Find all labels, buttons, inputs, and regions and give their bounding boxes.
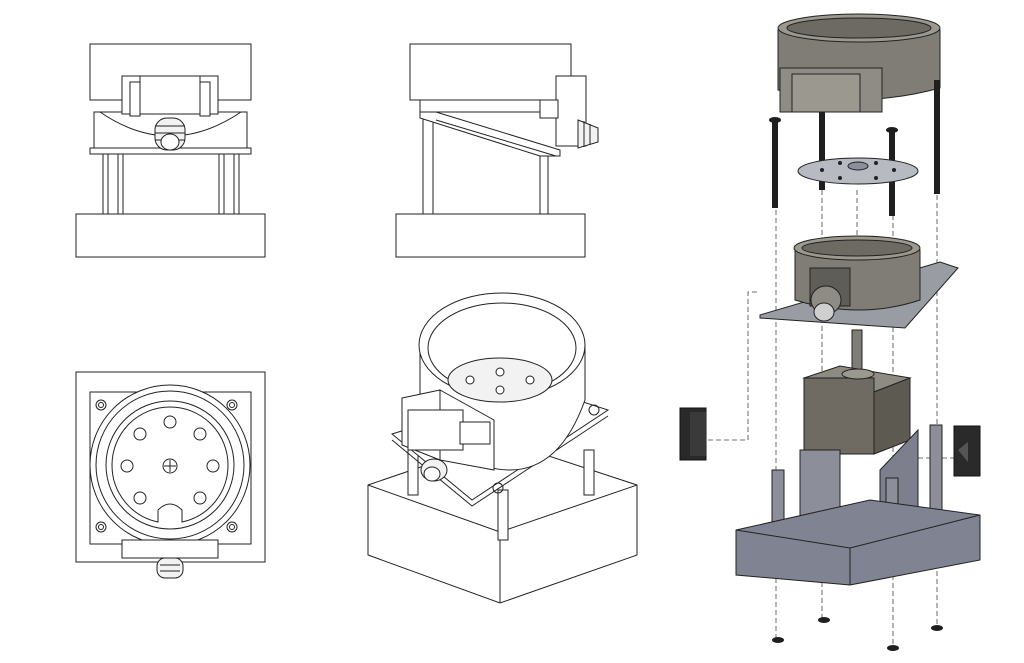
nut-4 bbox=[931, 625, 943, 631]
screw-head-front-left bbox=[769, 117, 781, 123]
exploded-view bbox=[679, 13, 981, 651]
base-block bbox=[735, 499, 981, 586]
upper-bowl-part bbox=[777, 13, 941, 113]
nut-1 bbox=[772, 637, 784, 643]
screw-head-front-right bbox=[886, 127, 898, 133]
screw-rear-left bbox=[819, 112, 825, 190]
stepper-motor bbox=[802, 365, 912, 455]
nut-2 bbox=[818, 617, 830, 623]
motor-shaft bbox=[851, 329, 863, 371]
side-view bbox=[395, 43, 599, 258]
base-frame bbox=[771, 424, 943, 539]
front-view bbox=[75, 43, 266, 258]
rotary-disc bbox=[797, 157, 919, 185]
screw-front-left bbox=[772, 120, 778, 208]
nut-3 bbox=[887, 645, 899, 651]
isometric-view bbox=[367, 292, 638, 604]
screw-rear-right bbox=[934, 80, 940, 194]
limit-switch-left bbox=[679, 407, 707, 461]
top-view bbox=[75, 371, 266, 579]
lower-bowl-plate-assembly bbox=[759, 235, 959, 329]
limit-switch-right bbox=[953, 425, 981, 477]
